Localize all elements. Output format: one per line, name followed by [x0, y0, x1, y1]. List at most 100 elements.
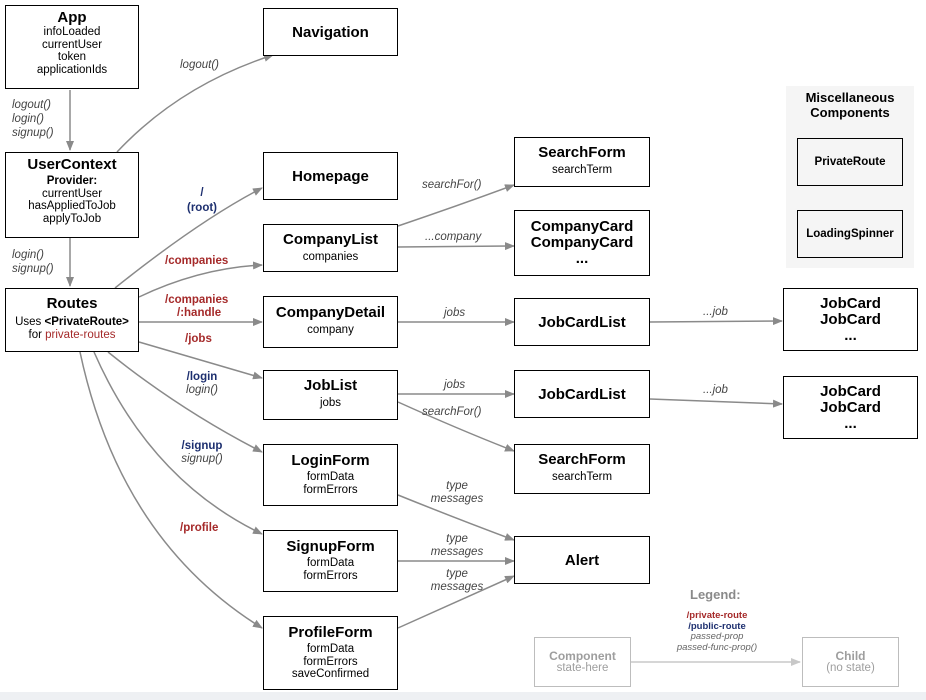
label-type-messages-profile: type messages	[424, 568, 490, 594]
label-login-route: /login login()	[180, 371, 224, 397]
node-app-state: applicationIds	[36, 63, 108, 76]
node-homepage: Homepage	[263, 152, 398, 200]
node-companydetail-state: company	[307, 324, 354, 336]
label-searchfor-2: searchFor()	[422, 406, 482, 418]
label-root-route: / (root)	[182, 186, 222, 216]
label-login-fn: login()	[186, 384, 218, 396]
edge-profileform-alert	[397, 575, 515, 629]
node-companylist-state: companies	[302, 251, 359, 263]
legend-child-state: (no state)	[826, 662, 875, 674]
node-jobcard-more: ...	[844, 414, 857, 432]
legend-component: Component state-here	[534, 637, 631, 687]
label-login-fn: login()	[12, 113, 44, 125]
node-alert: Alert	[514, 536, 650, 584]
node-profileform-state: formData	[306, 643, 355, 655]
label-handle-part: /:handle	[177, 307, 222, 319]
node-profileform: ProfileForm formData formErrors saveConf…	[263, 616, 398, 690]
label-company-handle-route: /companies /:handle	[165, 294, 228, 320]
edge-companylist-searchform	[397, 184, 515, 227]
node-searchform-2: SearchForm searchTerm	[514, 444, 650, 494]
edge-usercontext-navigation	[116, 53, 274, 153]
legend-private-route: /private-route	[686, 610, 748, 621]
node-navigation-title: Navigation	[292, 23, 369, 41]
label-logout: logout()	[180, 59, 219, 71]
node-companydetail-title: CompanyDetail	[275, 304, 386, 321]
node-app: App infoLoaded currentUser token applica…	[5, 5, 139, 89]
label-companies-route: /companies	[165, 255, 229, 267]
node-companydetail: CompanyDetail company	[263, 296, 398, 348]
label-logout-fn: logout()	[12, 99, 51, 111]
node-companycard-more: ...	[575, 250, 589, 267]
routes-private-label: private-routes	[45, 328, 116, 341]
legend-child-title: Child	[835, 649, 866, 663]
node-companycard: CompanyCard	[530, 234, 634, 251]
node-jobcard-list-2: JobCard JobCard ...	[783, 376, 918, 439]
edge-jobcardlist-jobcards-1	[649, 317, 783, 326]
node-routes-title: Routes	[46, 295, 98, 312]
label-jobs-2: jobs	[444, 379, 466, 391]
node-joblist-state: jobs	[319, 397, 342, 409]
label-type: type	[446, 480, 468, 492]
label-usercontext-routes: login() signup()	[12, 248, 54, 276]
legend-passed-prop: passed-prop	[690, 631, 744, 642]
label-type: type	[446, 533, 468, 545]
label-signup-route: /signup signup()	[176, 440, 228, 466]
label-job-spread-1: ...job	[703, 306, 728, 318]
node-routes: Routes Uses <PrivateRoute> for private-r…	[5, 288, 139, 352]
routes-for-line: for private-routes	[6, 329, 138, 342]
routes-uses-label: Uses	[15, 316, 42, 328]
node-jobcardlist-1: JobCardList	[514, 298, 650, 346]
node-usercontext: UserContext Provider: currentUser hasApp…	[5, 152, 139, 238]
label-companies-part: /companies	[165, 294, 229, 306]
node-joblist-title: JobList	[303, 377, 358, 394]
node-companycard-list: CompanyCard CompanyCard ...	[514, 210, 650, 276]
label-signup-fn: signup()	[12, 127, 54, 139]
edge-loginform-alert	[397, 494, 515, 541]
label-searchfor-1: searchFor()	[422, 179, 482, 191]
bottom-strip	[0, 692, 926, 700]
label-jobs-route: /jobs	[185, 333, 212, 345]
node-usercontext-value: currentUser	[41, 187, 103, 200]
edge-routes-homepage	[114, 187, 263, 289]
node-companylist-title: CompanyList	[282, 231, 378, 248]
legend-heading: Legend:	[690, 587, 741, 602]
node-profileform-title: ProfileForm	[288, 624, 373, 641]
legend-public-route: /public-route	[688, 620, 746, 632]
edge-routes-joblist	[138, 341, 263, 380]
node-jobcardlist-2: JobCardList	[514, 370, 650, 418]
node-jobcard-more: ...	[844, 326, 857, 344]
node-searchform-title: SearchForm	[538, 144, 626, 161]
provider-label: Provider:	[46, 175, 98, 187]
node-joblist: JobList jobs	[263, 370, 398, 420]
node-companylist: CompanyList companies	[263, 224, 398, 272]
label-type-messages-signup: type messages	[424, 533, 490, 559]
routes-privateroute-tag: <PrivateRoute>	[44, 316, 129, 328]
node-signupform-state: formData	[306, 557, 355, 569]
label-messages: messages	[430, 581, 484, 593]
node-loginform-state: formErrors	[303, 483, 358, 496]
node-companycard: CompanyCard	[530, 218, 634, 235]
edge-routes-profileform	[79, 351, 263, 629]
node-app-state: currentUser	[41, 38, 103, 51]
node-jobcard: JobCard	[820, 294, 881, 312]
node-homepage-title: Homepage	[292, 167, 369, 185]
node-profileform-state: saveConfirmed	[291, 668, 370, 680]
label-type-messages-login: type messages	[424, 480, 490, 506]
node-loginform-state: formData	[306, 471, 355, 483]
label-signup-fn: signup()	[181, 453, 223, 465]
node-jobcard: JobCard	[820, 382, 881, 400]
node-jobcardlist-title: JobCardList	[538, 313, 626, 331]
label-messages: messages	[430, 493, 484, 505]
node-usercontext-value: hasAppliedToJob	[28, 200, 116, 212]
legend-component-title: Component	[549, 649, 616, 663]
label-type: type	[446, 568, 468, 580]
node-app-state: infoLoaded	[43, 26, 101, 38]
label-signup-path: /signup	[181, 440, 223, 452]
edge-routes-loginform	[107, 351, 263, 453]
legend-component-state: state-here	[556, 662, 609, 674]
misc-loadingspinner: LoadingSpinner	[797, 210, 903, 258]
routes-uses-line: Uses <PrivateRoute>	[6, 316, 138, 329]
edge-routes-companylist	[138, 261, 263, 298]
label-app-usercontext: logout() login() signup()	[12, 98, 54, 140]
